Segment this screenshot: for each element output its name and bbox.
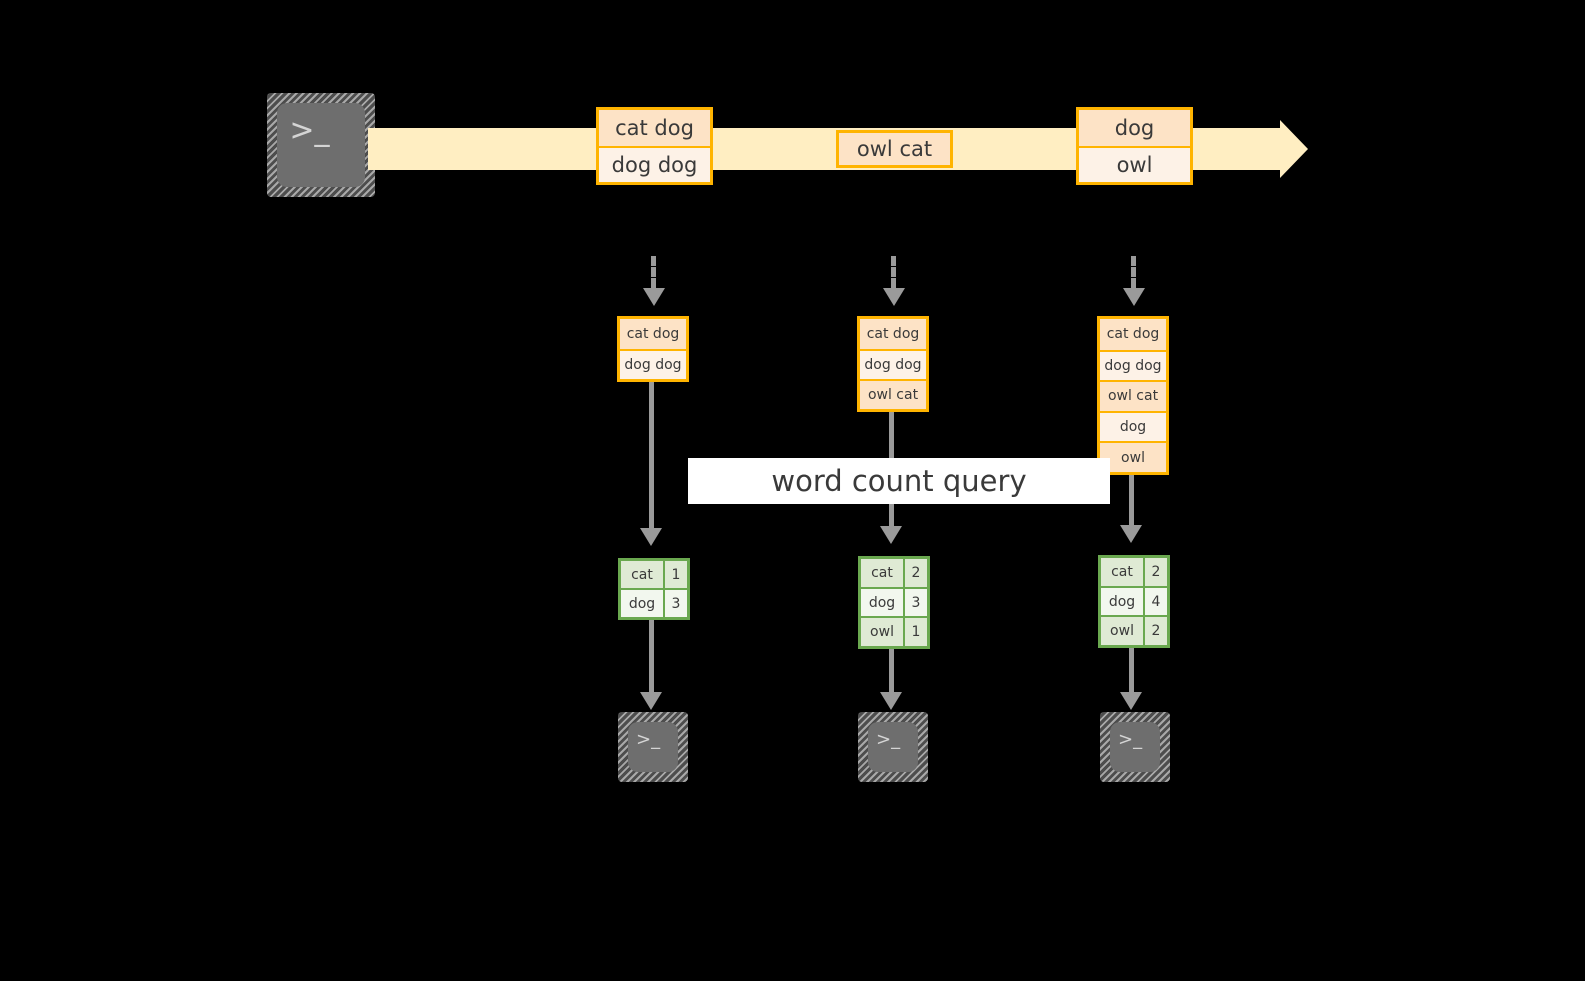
sink-terminal-screen: >_ — [868, 722, 918, 772]
snapshot-input-line: owl cat — [1100, 380, 1166, 411]
table-row: owl 1 — [861, 616, 927, 647]
stream-record-line: owl cat — [839, 133, 950, 165]
snapshot-2-tap-arrowhead — [883, 288, 905, 306]
sink-terminal-prompt: >_ — [636, 729, 661, 750]
sink-terminal-screen: >_ — [1110, 722, 1160, 772]
snapshot-input-line: dog dog — [1100, 349, 1166, 381]
result-count: 1 — [905, 618, 927, 647]
stream-record-line: dog — [1079, 110, 1190, 146]
snapshot-3-result-table: cat 2 dog 4 owl 2 — [1098, 555, 1170, 648]
result-count: 2 — [1145, 558, 1167, 586]
snapshot-3-tap-line — [1131, 256, 1136, 288]
query-label-band: word count query — [688, 458, 1110, 504]
result-word: owl — [861, 618, 905, 647]
snapshot-1-result-table: cat 1 dog 3 — [618, 558, 690, 620]
table-row: dog 3 — [621, 588, 687, 617]
stream-record-batch-1: cat dog dog dog — [596, 107, 713, 185]
result-word: owl — [1101, 617, 1145, 646]
stream-record-batch-2: owl cat — [836, 130, 953, 168]
sink-terminal-prompt: >_ — [876, 729, 901, 750]
snapshot-3-query-line — [1129, 475, 1134, 525]
snapshot-3-sink-arrowhead — [1120, 692, 1142, 710]
snapshot-1-query-arrowhead — [640, 528, 662, 546]
result-count: 1 — [665, 561, 687, 588]
stream-arrow-head — [1280, 120, 1308, 178]
snapshot-input-line: cat dog — [620, 319, 686, 349]
sink-terminal-screen: >_ — [628, 722, 678, 772]
source-terminal-icon: >_ — [267, 93, 375, 197]
stream-record-line: dog dog — [599, 146, 710, 182]
snapshot-input-line: owl — [1100, 441, 1166, 472]
snapshot-2-result-table: cat 2 dog 3 owl 1 — [858, 556, 930, 649]
snapshot-1-sink-arrowhead — [640, 692, 662, 710]
snapshot-2-sink-terminal-icon: >_ — [858, 712, 928, 782]
table-row: dog 3 — [861, 586, 927, 617]
query-label-text: word count query — [771, 464, 1027, 498]
snapshot-input-line: dog — [1100, 410, 1166, 442]
snapshot-1-tap-arrowhead — [643, 288, 665, 306]
snapshot-1-sink-terminal-icon: >_ — [618, 712, 688, 782]
result-count: 2 — [905, 559, 927, 587]
source-terminal-prompt: >_ — [289, 113, 330, 149]
result-count: 2 — [1145, 617, 1167, 646]
table-row: dog 4 — [1101, 585, 1167, 616]
snapshot-3-sink-line — [1129, 648, 1134, 692]
table-row: owl 2 — [1101, 615, 1167, 646]
table-row: cat 2 — [1101, 558, 1167, 586]
snapshot-input-line: dog dog — [620, 349, 686, 379]
snapshot-2-tap-line — [891, 256, 896, 288]
result-word: dog — [1101, 587, 1145, 616]
result-count: 3 — [665, 590, 687, 617]
snapshot-1-tap-line — [651, 256, 656, 288]
table-row: cat 2 — [861, 559, 927, 587]
snapshot-1-query-line — [649, 382, 654, 528]
snapshot-input-line: cat dog — [860, 319, 926, 349]
snapshot-input-line: owl cat — [860, 378, 926, 409]
stream-record-batch-3: dog owl — [1076, 107, 1193, 185]
snapshot-1-input-stack: cat dog dog dog — [617, 316, 689, 382]
snapshot-2-query-arrowhead — [880, 526, 902, 544]
result-word: dog — [621, 590, 665, 617]
result-word: dog — [861, 588, 905, 617]
source-terminal-screen: >_ — [277, 103, 365, 187]
table-row: cat 1 — [621, 561, 687, 588]
result-word: cat — [621, 561, 665, 588]
result-word: cat — [1101, 558, 1145, 586]
stream-record-line: cat dog — [599, 110, 710, 146]
result-count: 3 — [905, 588, 927, 617]
snapshot-2-input-stack: cat dog dog dog owl cat — [857, 316, 929, 412]
snapshot-3-query-arrowhead — [1120, 525, 1142, 543]
snapshot-3-sink-terminal-icon: >_ — [1100, 712, 1170, 782]
result-word: cat — [861, 559, 905, 587]
result-count: 4 — [1145, 587, 1167, 616]
snapshot-3-input-stack: cat dog dog dog owl cat dog owl — [1097, 316, 1169, 475]
sink-terminal-prompt: >_ — [1118, 729, 1143, 750]
snapshot-1-sink-line — [649, 620, 654, 692]
snapshot-input-line: cat dog — [1100, 319, 1166, 350]
snapshot-2-sink-arrowhead — [880, 692, 902, 710]
stream-record-line: owl — [1079, 146, 1190, 182]
snapshot-input-line: dog dog — [860, 348, 926, 379]
snapshot-2-sink-line — [889, 649, 894, 692]
snapshot-3-tap-arrowhead — [1123, 288, 1145, 306]
